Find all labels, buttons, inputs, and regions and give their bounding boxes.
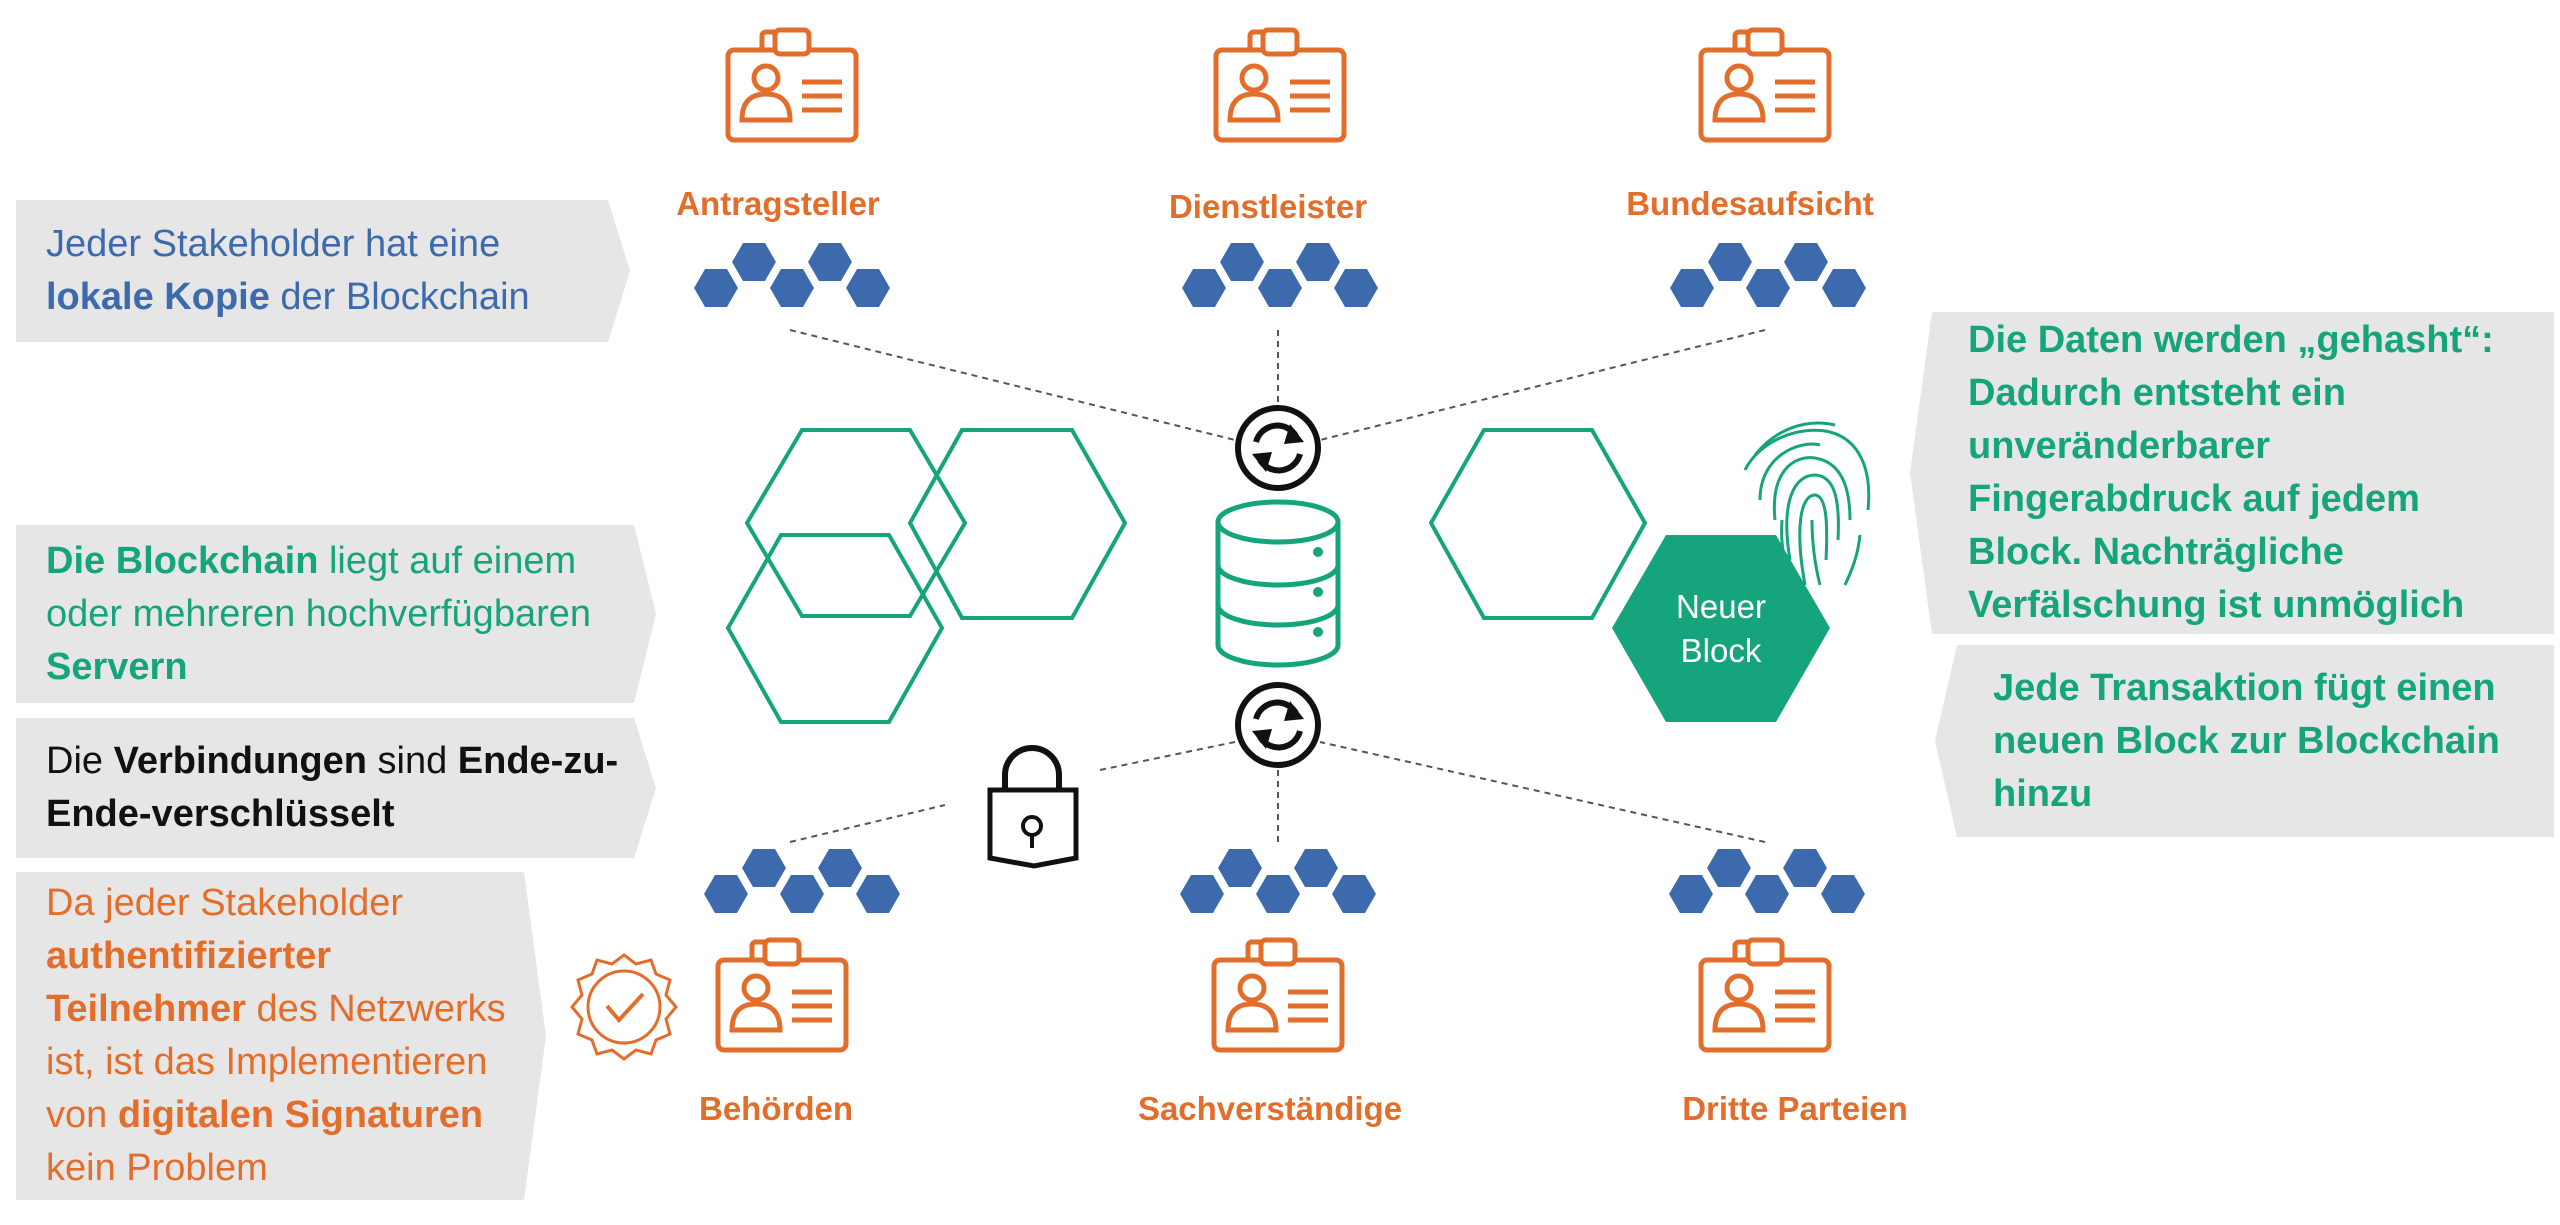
new-block-hexagon	[1612, 535, 1830, 722]
chain-hexagons-icon	[689, 233, 896, 316]
fingerprint-icon	[1743, 421, 1871, 591]
id-badge-icon	[1216, 30, 1344, 140]
stakeholder-label: Bundesaufsicht	[1626, 185, 1874, 222]
connection-lines	[789, 329, 1766, 843]
hexagon-outline	[725, 533, 945, 724]
callout-encryption: Die Verbindungen sind Ende-zu- Ende-vers…	[16, 718, 656, 858]
stakeholder-label: Dienstleister	[1168, 188, 1368, 225]
callout-signatures: Da jeder Stakeholder authentifizierter T…	[16, 872, 546, 1200]
callout-transaction: Jede Transaktion fügt einen neuen Block …	[1935, 645, 2554, 837]
blockchain-hexagons	[744, 428, 968, 618]
id-badge-icon	[1701, 940, 1829, 1050]
id-badge-icon	[1214, 940, 1342, 1050]
stakeholder-label: Antragsteller	[676, 185, 880, 222]
callout-hash: Die Daten werden „gehasht“: Dadurch ents…	[1910, 312, 2554, 634]
chain-hexagons-icon	[1175, 839, 1382, 922]
callout-local-copy: Jeder Stakeholder hat eine lokale Kopie …	[16, 200, 630, 342]
sync-icon	[1238, 685, 1318, 765]
hexagon-outline	[1428, 428, 1648, 620]
id-badge-icon	[728, 30, 856, 140]
chain-hexagons-icon	[1665, 233, 1872, 316]
id-badge-icon	[1701, 30, 1829, 140]
id-badge-icon	[718, 940, 846, 1050]
stakeholder-label: Dritte Parteien	[1682, 1090, 1908, 1127]
callout-servers: Die Blockchain liegt auf einem oder mehr…	[16, 525, 656, 703]
lock-icon	[987, 745, 1079, 869]
chain-hexagons-icon	[699, 839, 906, 922]
database-icon	[1215, 499, 1341, 668]
chain-hexagons-icon	[1177, 233, 1384, 316]
stakeholder-label: Behörden	[698, 1090, 853, 1127]
certificate-seal-icon	[570, 953, 678, 1061]
sync-icon	[1238, 408, 1318, 488]
chain-hexagons-icon	[1664, 839, 1871, 922]
stakeholder-label: Sachverständige	[1137, 1090, 1403, 1127]
hexagon-outline	[907, 428, 1128, 620]
